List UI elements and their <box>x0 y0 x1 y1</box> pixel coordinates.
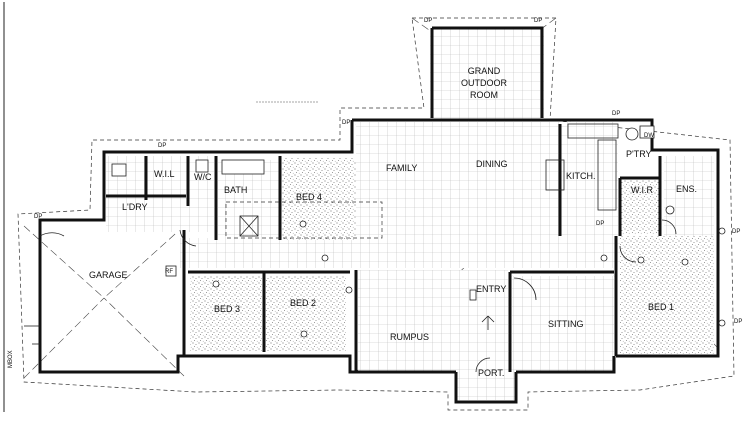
dp-label-3: DP <box>342 120 350 126</box>
carpet-floor <box>190 158 714 354</box>
sitting-label: SITTING <box>548 319 584 329</box>
dw-label: DW <box>644 133 654 139</box>
wil-label: W.I.L <box>154 169 175 179</box>
grand-outdoor-room-label-3: ROOM <box>470 90 498 100</box>
detail-lines <box>24 101 677 373</box>
mbox-label: MBOX <box>8 350 14 368</box>
bed1-label: BED 1 <box>648 302 674 312</box>
dp-label-5: DP <box>158 143 166 149</box>
bed3-label: BED 3 <box>214 304 240 314</box>
dp-label-6: DP <box>34 214 42 220</box>
dp-label-9: DP <box>596 221 604 227</box>
grand-outdoor-room-label: GRAND <box>468 66 501 76</box>
ldry-label: L'DRY <box>122 202 148 212</box>
walls <box>38 26 720 404</box>
bed2-label: BED 2 <box>290 298 316 308</box>
rf-label: RF <box>165 269 173 275</box>
garage-label: GARAGE <box>89 270 128 280</box>
dp-label-7: DP <box>732 229 740 235</box>
bath-label: BATH <box>224 185 247 195</box>
rumpus-label: RUMPUS <box>390 332 429 342</box>
tiled-floor <box>106 28 714 400</box>
family-label: FAMILY <box>386 163 417 173</box>
dp-label-2: DP <box>534 18 542 24</box>
wc-label: W/C <box>194 172 212 182</box>
ens-label: ENS. <box>676 184 697 194</box>
dp-label-1: DP <box>424 18 432 24</box>
bed4-label: BED 4 <box>296 192 322 202</box>
port-label: PORT. <box>478 368 504 378</box>
room-labels: GRAND OUTDOOR ROOM FAMILY DINING KITCH. … <box>89 66 697 378</box>
dining-label: DINING <box>476 159 508 169</box>
light-points <box>212 220 726 338</box>
wir-label: W.I.R <box>631 185 653 195</box>
dp-label-8: DP <box>734 319 742 325</box>
ptry-label: P'TRY <box>626 149 652 159</box>
grand-outdoor-room-label-2: OUTDOOR <box>461 78 507 88</box>
entry-label: ENTRY <box>476 284 506 294</box>
dp-label-4: DP <box>612 111 620 117</box>
kitch-label: KITCH. <box>566 171 596 181</box>
annotations: DP DP DP DP DP DP DP DP DP RF DW MBOX <box>8 18 742 368</box>
